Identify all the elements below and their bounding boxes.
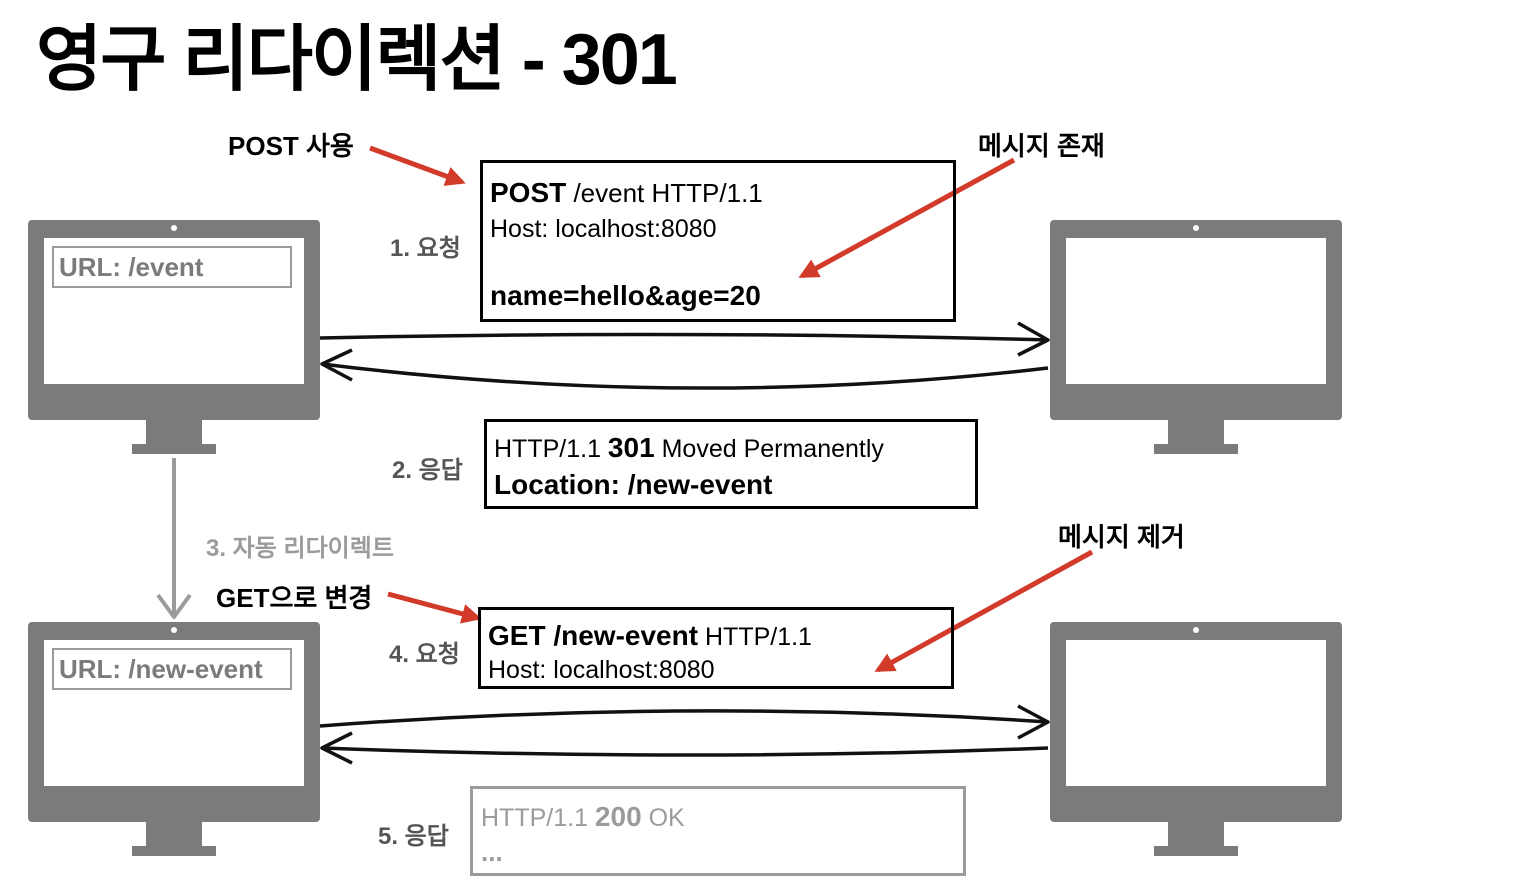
monitor-body: URL: /new-event bbox=[28, 622, 320, 822]
monitor-screen: URL: /new-event bbox=[44, 640, 304, 786]
response2-reason: OK bbox=[641, 804, 685, 832]
monitor-camera bbox=[171, 225, 177, 231]
request2-method-path: GET /new-event bbox=[488, 620, 699, 651]
get-change-pointer bbox=[387, 591, 482, 624]
request1-host: Host: localhost:8080 bbox=[490, 215, 717, 243]
request1-method: POST bbox=[490, 177, 567, 208]
response1-protocol: HTTP/1.1 bbox=[494, 435, 608, 463]
monitor-camera bbox=[171, 627, 177, 633]
monitor-neck bbox=[1168, 822, 1224, 846]
response2-arrowhead bbox=[320, 731, 353, 765]
monitor-body bbox=[1050, 220, 1342, 420]
response1-arrow bbox=[321, 362, 1049, 390]
request1-box: POST /event HTTP/1.1 Host: localhost:808… bbox=[480, 160, 956, 322]
step-5-label: 5. 응답 bbox=[378, 823, 449, 850]
note-get-change: GET으로 변경 bbox=[216, 583, 373, 613]
step-2-label: 2. 응답 bbox=[392, 457, 463, 484]
post-use-pointer bbox=[369, 145, 466, 186]
msg-exists-pointer bbox=[798, 157, 1016, 279]
response1-status-line: HTTP/1.1 301 Moved Permanently bbox=[494, 432, 884, 464]
request2-arrowhead bbox=[1017, 704, 1050, 740]
request1-path: /event HTTP/1.1 bbox=[566, 178, 763, 208]
response1-location: Location: /new-event bbox=[494, 469, 773, 500]
request1-body: name=hello&age=20 bbox=[490, 280, 761, 311]
request2-host: Host: localhost:8080 bbox=[488, 656, 715, 684]
server-monitor-top bbox=[1050, 220, 1342, 456]
request1-line: POST /event HTTP/1.1 bbox=[490, 177, 763, 209]
response2-status-code: 200 bbox=[594, 801, 642, 832]
monitor-screen bbox=[1066, 640, 1326, 786]
step-1-label: 1. 요청 bbox=[390, 235, 461, 262]
monitor-base bbox=[132, 846, 216, 856]
request2-line: GET /new-event HTTP/1.1 bbox=[488, 620, 812, 652]
request2-protocol: HTTP/1.1 bbox=[698, 623, 812, 651]
response1-reason: Moved Permanently bbox=[654, 435, 884, 463]
monitor-body: URL: /event bbox=[28, 220, 320, 420]
monitor-neck bbox=[146, 822, 202, 846]
response2-box: HTTP/1.1 200 OK ... bbox=[470, 786, 966, 876]
response2-ellipsis: ... bbox=[481, 837, 503, 867]
step-3-label: 3. 자동 리다이렉트 bbox=[206, 535, 394, 562]
client-monitor-bottom: URL: /new-event bbox=[28, 622, 320, 858]
response1-status-code: 301 bbox=[607, 432, 655, 463]
request1-arrowhead bbox=[1017, 321, 1050, 357]
request2-box: GET /new-event HTTP/1.1 Host: localhost:… bbox=[478, 607, 954, 689]
response2-protocol: HTTP/1.1 bbox=[481, 804, 595, 832]
response2-arrow bbox=[321, 746, 1049, 757]
monitor-base bbox=[132, 444, 216, 454]
note-message-removed: 메시지 제거 bbox=[1058, 522, 1185, 552]
note-message-exists: 메시지 존재 bbox=[978, 131, 1105, 161]
response2-status-line: HTTP/1.1 200 OK bbox=[481, 801, 685, 833]
monitor-neck bbox=[1168, 420, 1224, 444]
monitor-body bbox=[1050, 622, 1342, 822]
monitor-base bbox=[1154, 444, 1238, 454]
step-4-label: 4. 요청 bbox=[389, 641, 460, 668]
msg-removed-pointer bbox=[874, 549, 1094, 673]
request1-arrow bbox=[319, 332, 1049, 342]
response1-arrowhead bbox=[320, 348, 353, 382]
server-monitor-bottom bbox=[1050, 622, 1342, 858]
auto-redirect-arrowhead bbox=[156, 593, 192, 619]
url-bar: URL: /new-event bbox=[52, 648, 292, 690]
page-title: 영구 리다이렉션 - 301 bbox=[36, 20, 678, 100]
client-monitor-top: URL: /event bbox=[28, 220, 320, 456]
monitor-camera bbox=[1193, 627, 1199, 633]
monitor-screen bbox=[1066, 238, 1326, 384]
url-bar: URL: /event bbox=[52, 246, 292, 288]
note-post-use: POST 사용 bbox=[228, 131, 354, 161]
request2-arrow bbox=[319, 709, 1049, 728]
monitor-camera bbox=[1193, 225, 1199, 231]
monitor-screen: URL: /event bbox=[44, 238, 304, 384]
monitor-base bbox=[1154, 846, 1238, 856]
monitor-neck bbox=[146, 420, 202, 444]
response1-box: HTTP/1.1 301 Moved Permanently Location:… bbox=[484, 419, 978, 509]
